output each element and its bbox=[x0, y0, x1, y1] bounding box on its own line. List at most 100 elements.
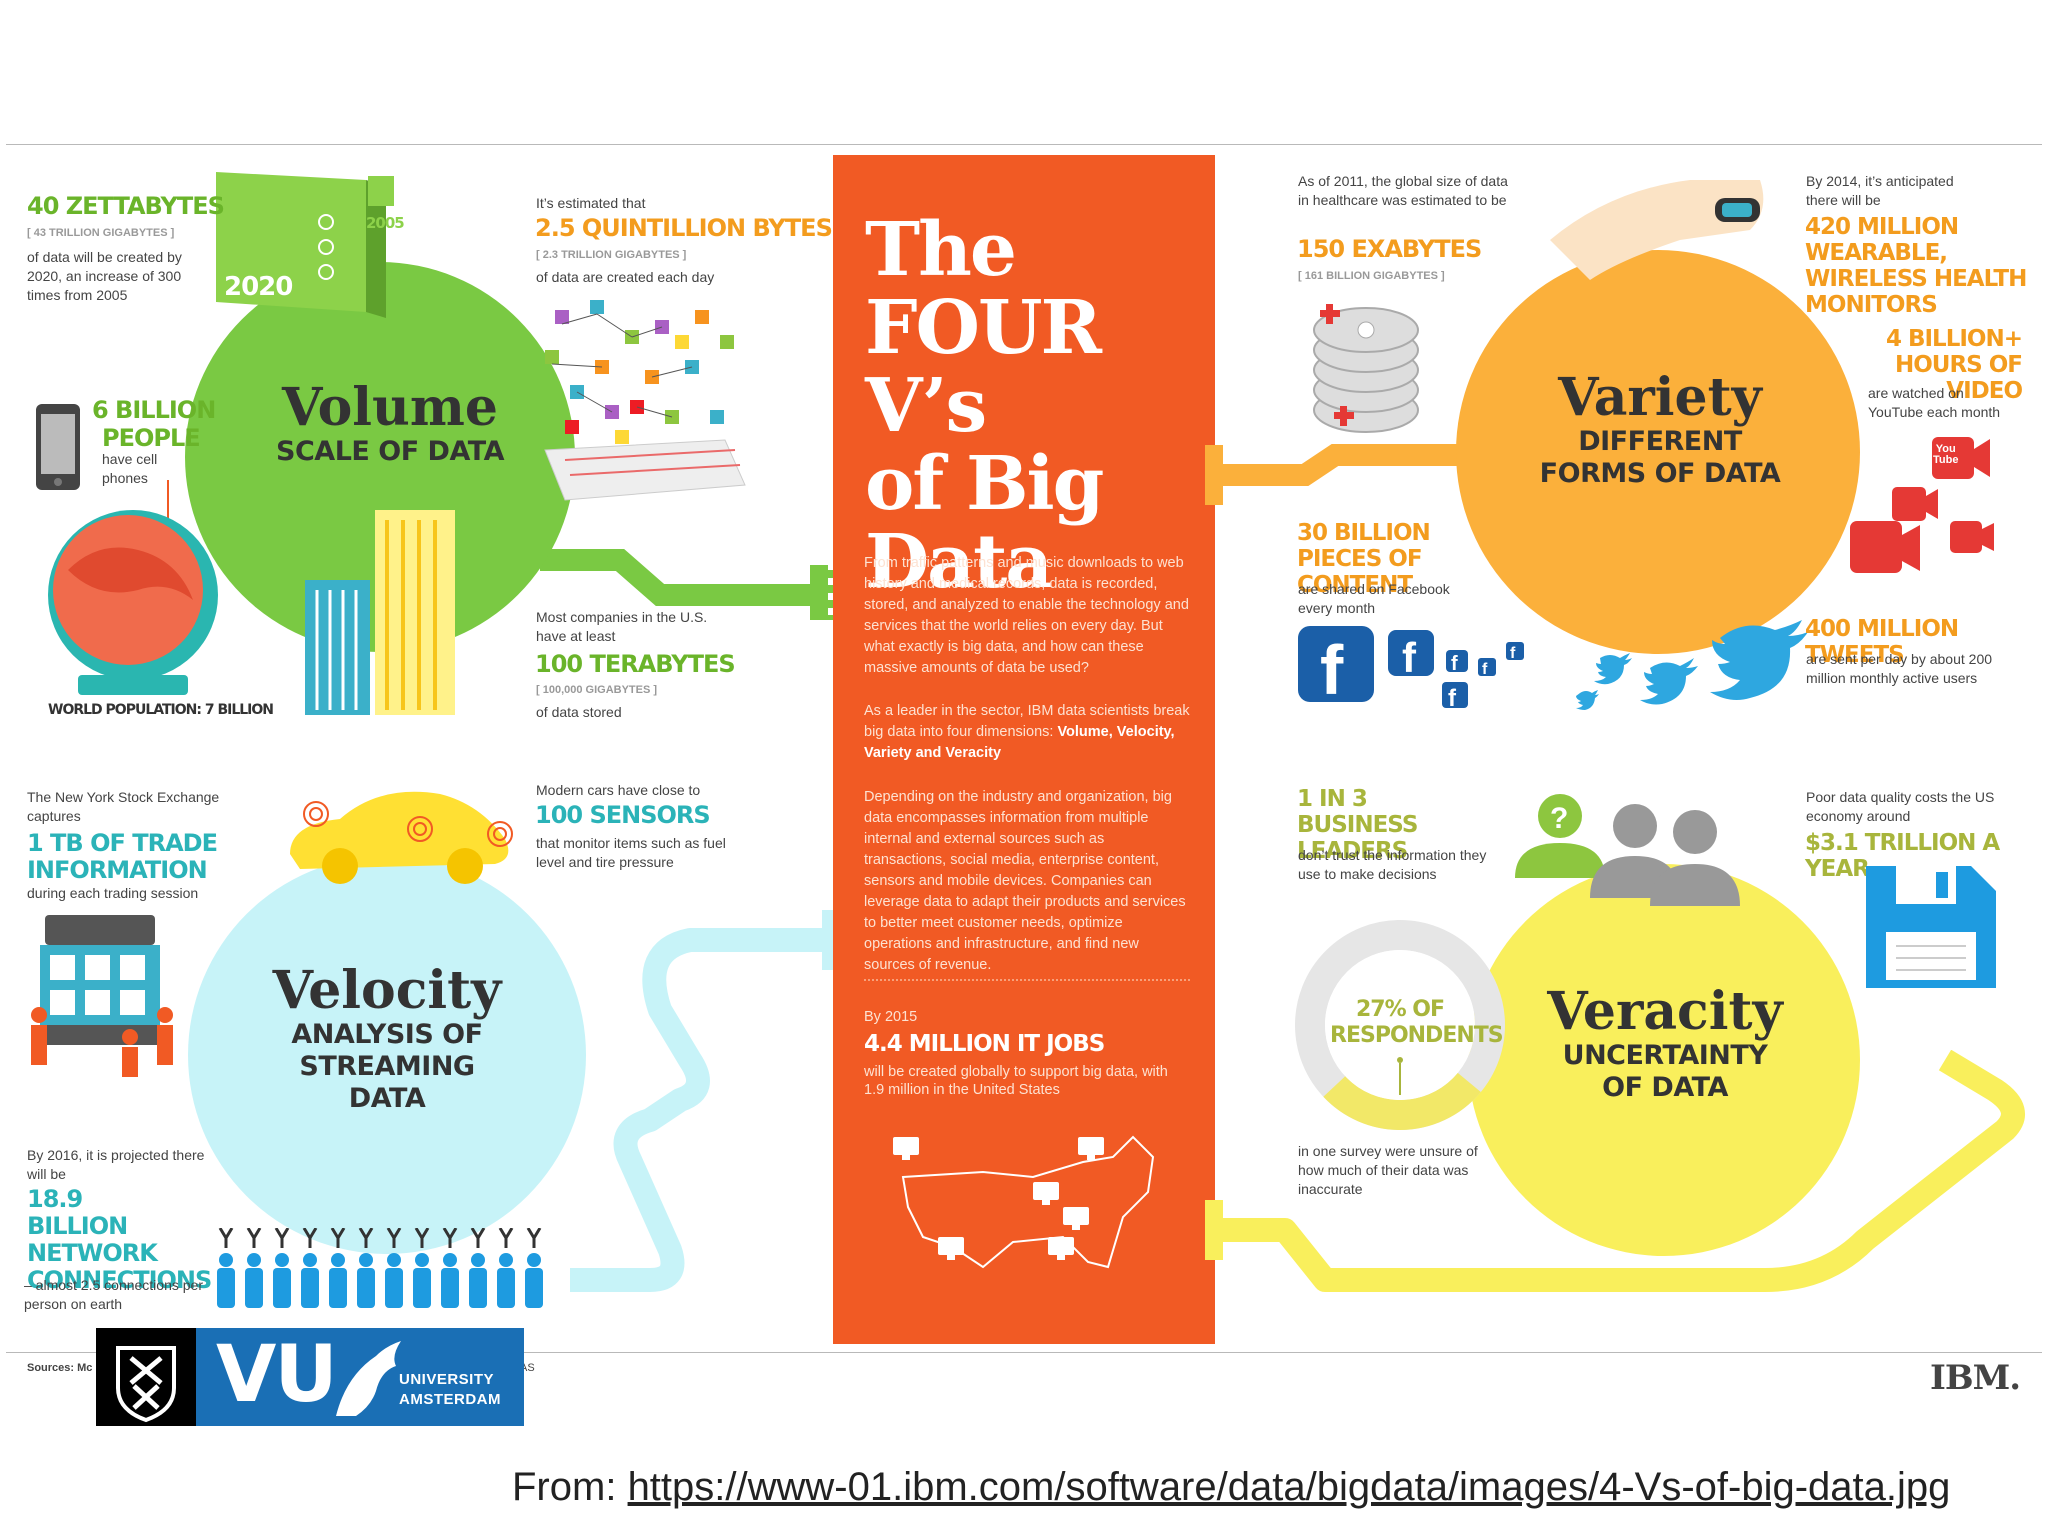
variety-subtitle-line2: FORMS OF DATA bbox=[1539, 458, 1781, 489]
variety-connector bbox=[1205, 444, 1485, 505]
people-heading: 6 BILLION PEOPLE bbox=[92, 396, 216, 452]
survey-heading: 27% OF RESPONDENTS bbox=[1330, 997, 1504, 1048]
world-population: WORLD POPULATION: 7 BILLION bbox=[48, 702, 274, 718]
video-heading: 4 BILLION+ HOURS OF VIDEO bbox=[1885, 326, 2023, 404]
center-title-line1: The bbox=[865, 207, 1017, 293]
center-title-line4: Data bbox=[865, 519, 1053, 605]
variety-title-block: Variety DIFFERENT FORMS OF DATA bbox=[1530, 370, 1790, 490]
healthcare-pre: As of 2011, the global size of data in h… bbox=[1298, 173, 1508, 208]
floppy-disk-icon bbox=[1866, 866, 1996, 988]
people-text: have cell phones bbox=[102, 451, 158, 486]
quintillion-pre: It’s estimated that bbox=[536, 195, 646, 211]
svg-text:f: f bbox=[1451, 653, 1458, 675]
center-intro-text: From traffic patterns and music download… bbox=[864, 555, 1189, 676]
center-title-line2: FOUR V’s bbox=[865, 285, 1102, 449]
business-leaders-icon: ? bbox=[1515, 794, 1740, 906]
terabytes-text: of data stored bbox=[536, 704, 622, 720]
facebook-heading: 30 BILLION PIECES OF CONTENT bbox=[1297, 520, 1431, 598]
source-citation: From: https://www-01.ibm.com/software/da… bbox=[512, 1465, 1950, 1510]
youtube-label-line2: Tube bbox=[1933, 454, 1959, 466]
vu-wordmark-line2: AMSTERDAM bbox=[399, 1391, 501, 1408]
velocity-subtitle-line2: STREAMING DATA bbox=[299, 1051, 475, 1114]
quintillion-heading: 2.5 QUINTILLION BYTES bbox=[535, 214, 833, 242]
medical-discs-icon bbox=[1313, 304, 1419, 433]
variety-circle bbox=[1456, 250, 1860, 654]
bottom-divider bbox=[6, 1352, 2042, 1353]
network-text: – almost 2.5 connections per person on e… bbox=[24, 1277, 203, 1312]
velocity-connector bbox=[570, 910, 840, 1292]
veracity-title: Veracity bbox=[1547, 981, 1783, 1042]
tweets-heading: 400 MILLION TWEETS bbox=[1805, 616, 1959, 668]
center-dimensions-bold: Volume, Velocity, Variety and Veracity bbox=[864, 724, 1175, 761]
zettabytes-text: of data will be created by 2020, an incr… bbox=[27, 249, 182, 303]
volume-subtitle: SCALE OF DATA bbox=[276, 436, 504, 467]
youtube-label-line1: You bbox=[1935, 443, 1956, 455]
velocity-circle bbox=[188, 856, 586, 1254]
velocity-title-block: Velocity ANALYSIS OF STREAMING DATA bbox=[257, 963, 517, 1115]
poor-quality-pre: Poor data quality costs the US economy a… bbox=[1806, 789, 1995, 824]
volume-title-block: Volume SCALE OF DATA bbox=[260, 380, 520, 468]
ibm-logo: IBM. bbox=[1930, 1358, 2021, 1398]
vu-logo: VU UNIVERSITY AMSTERDAM bbox=[96, 1328, 524, 1426]
velocity-title: Velocity bbox=[272, 960, 502, 1021]
memory-card-icon bbox=[216, 172, 386, 318]
wearable-arm-icon bbox=[1550, 180, 1764, 280]
svg-text:f: f bbox=[1510, 645, 1516, 662]
us-jobs-map-icon bbox=[893, 1135, 1155, 1269]
globe-icon bbox=[48, 480, 218, 695]
car-sensors-icon bbox=[290, 791, 513, 884]
quintillion-sub: [ 2.3 TRILLION GIGABYTES ] bbox=[536, 249, 687, 261]
vu-wordmark-line1: UNIVERSITY bbox=[399, 1371, 495, 1388]
terabytes-sub: [ 100,000 GIGABYTES ] bbox=[536, 684, 658, 696]
survey-ring-arc bbox=[1295, 920, 1505, 1130]
cars-heading: 100 SENSORS bbox=[535, 801, 711, 829]
people-heading-line1: 6 BILLION bbox=[92, 396, 216, 424]
nyse-text: during each trading session bbox=[27, 885, 199, 901]
twitter-birds-icon bbox=[1576, 620, 1808, 710]
zettabytes-sub: [ 43 TRILLION GIGABYTES ] bbox=[27, 227, 175, 239]
center-panel: The FOUR V’s of Big Data From traffic pa… bbox=[833, 155, 1215, 1344]
terabytes-pre: Most companies in the U.S. have at least bbox=[536, 609, 708, 644]
veracity-subtitle-line1: UNCERTAINTY bbox=[1562, 1040, 1768, 1071]
connected-people-icon bbox=[217, 1228, 543, 1308]
healthcare-heading: 150 EXABYTES bbox=[1297, 235, 1482, 263]
source-url-link[interactable]: https://www-01.ibm.com/software/data/big… bbox=[627, 1465, 1951, 1509]
center-organization-text: Depending on the industry and organizati… bbox=[864, 789, 1186, 973]
svg-text:f: f bbox=[1482, 661, 1488, 678]
youtube-icons bbox=[1850, 437, 1994, 573]
vu-shield-icon bbox=[96, 1328, 196, 1426]
network-pre: By 2016, it is projected there will be bbox=[27, 1147, 205, 1182]
tweets-text: are sent per day by about 200 million mo… bbox=[1806, 651, 1993, 686]
volume-title: Volume bbox=[282, 377, 498, 438]
terabytes-heading: 100 TERABYTES bbox=[535, 650, 736, 678]
facebook-text: are shared on Facebook every month bbox=[1298, 581, 1450, 616]
jobs-text: will be created globally to support big … bbox=[864, 1064, 1168, 1098]
poor-quality-heading: $3.1 TRILLION A YEAR bbox=[1805, 830, 2000, 882]
jobs-heading: 4.4 MILLION IT JOBS bbox=[864, 1031, 1105, 1057]
small-card-icon bbox=[368, 176, 394, 206]
people-heading-line2: PEOPLE bbox=[102, 424, 201, 452]
nyse-pre: The New York Stock Exchange captures bbox=[27, 789, 220, 824]
vu-letters: VU bbox=[216, 1330, 338, 1420]
griffin-icon bbox=[336, 1341, 401, 1416]
svg-text:f: f bbox=[1448, 685, 1457, 712]
variety-title: Variety bbox=[1558, 367, 1762, 428]
healthcare-sub: [ 161 BILLION GIGABYTES ] bbox=[1298, 270, 1445, 282]
youtube-label: You Tube bbox=[1933, 444, 1958, 466]
leaders-text: don’t trust the information they use to … bbox=[1298, 847, 1487, 882]
veracity-subtitle-line2: OF DATA bbox=[1602, 1072, 1728, 1103]
sources-label: Sources: Mc bbox=[27, 1362, 93, 1374]
wearable-heading: 420 MILLION WEARABLE, WIRELESS HEALTH MO… bbox=[1805, 214, 2027, 318]
veracity-title-block: Veracity UNCERTAINTY OF DATA bbox=[1535, 984, 1795, 1104]
veracity-connector bbox=[1205, 1050, 2025, 1292]
svg-text:?: ? bbox=[1550, 802, 1568, 835]
source-from-label: From: bbox=[512, 1465, 617, 1509]
stock-exchange-icon bbox=[31, 915, 173, 1077]
center-title-line3: of Big bbox=[865, 441, 1104, 527]
velocity-subtitle-line1: ANALYSIS OF bbox=[291, 1019, 483, 1050]
cars-pre: Modern cars have close to bbox=[536, 782, 701, 798]
svg-text:f: f bbox=[1402, 634, 1417, 681]
survey-ring-chart bbox=[1295, 920, 1505, 1130]
svg-text:f: f bbox=[1320, 631, 1344, 709]
